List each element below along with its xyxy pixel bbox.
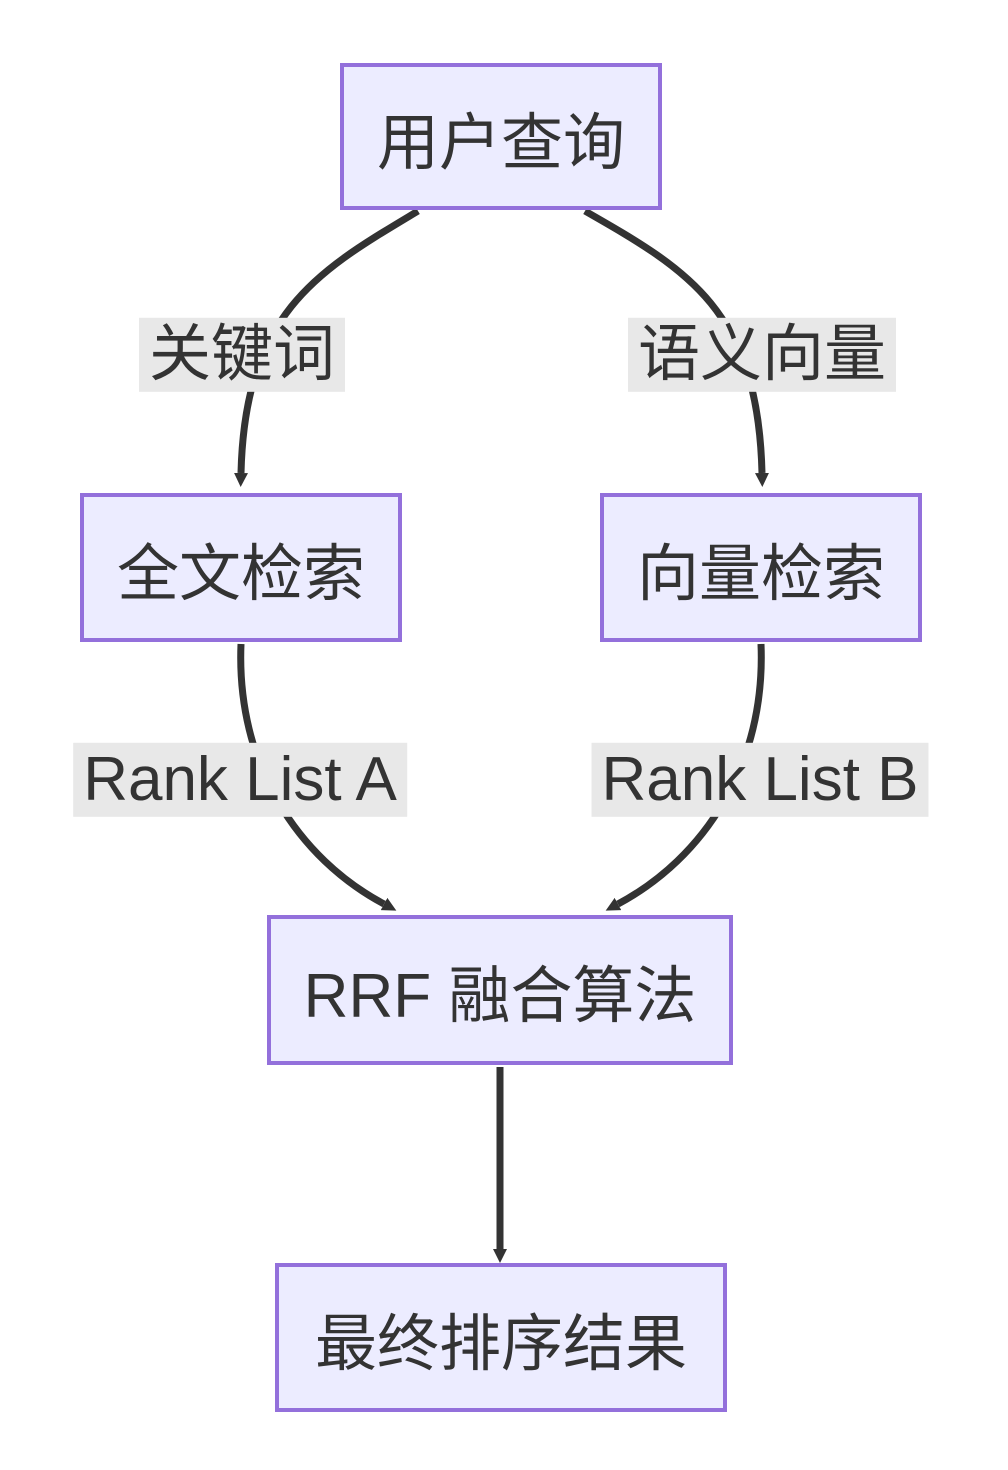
- node-fulltext-search: 全文检索: [80, 493, 402, 642]
- node-fulltext-search-label: 全文检索: [116, 539, 365, 609]
- edge-label-keyword-text: 关键词: [148, 319, 336, 389]
- node-rrf-fusion: RRF 融合算法: [267, 915, 733, 1065]
- node-final-result: 最终排序结果: [275, 1263, 727, 1412]
- edge-user-query-to-vector: [583, 207, 769, 487]
- node-final-result-label: 最终排序结果: [314, 1309, 687, 1379]
- edge-label-rank-list-b-text: Rank List B: [601, 744, 919, 814]
- edge-label-keyword: 关键词: [138, 317, 346, 393]
- edge-label-semantic-vector-text: 语义向量: [637, 319, 887, 389]
- edge-label-rank-list-a: Rank List A: [73, 742, 407, 818]
- node-vector-search-label: 向量检索: [636, 539, 885, 609]
- node-user-query: 用户查询: [340, 63, 662, 210]
- edge-label-semantic-vector: 语义向量: [627, 317, 897, 393]
- edge-user-query-to-fulltext: [234, 208, 420, 487]
- node-rrf-fusion-label: RRF 融合算法: [303, 962, 697, 1031]
- node-vector-search: 向量检索: [600, 493, 922, 642]
- edge-label-rank-list-a-text: Rank List A: [83, 744, 397, 814]
- node-user-query-label: 用户查询: [376, 108, 625, 178]
- edge-label-rank-list-b: Rank List B: [591, 742, 929, 818]
